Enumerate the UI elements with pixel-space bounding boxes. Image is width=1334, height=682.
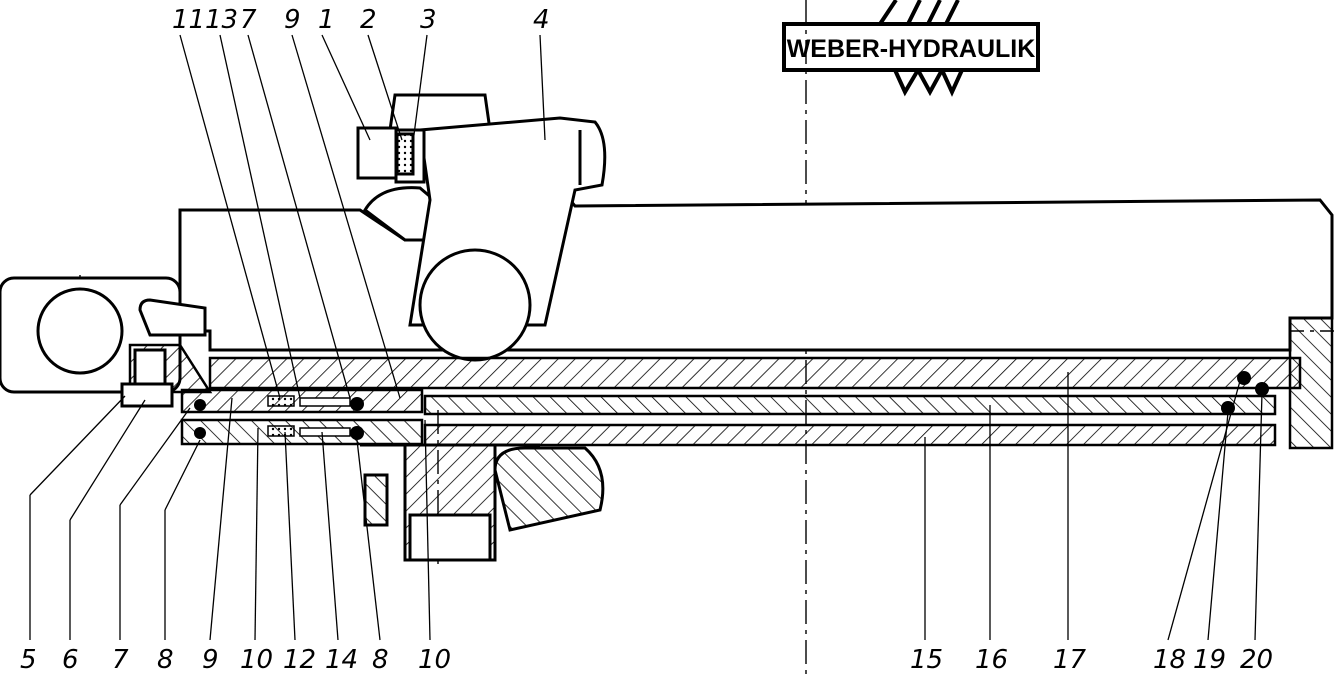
- callout-3: 3: [420, 5, 437, 35]
- callout-14: 14: [325, 645, 358, 675]
- callout-9-bottom: 9: [202, 645, 219, 675]
- port-fitting: [120, 298, 207, 408]
- callouts-bottom: 5 6 7 8 9 10 12 14 8 10 15 16 17 18 19 2…: [20, 645, 1273, 675]
- callout-19: 19: [1193, 645, 1226, 675]
- callout-15: 15: [910, 645, 943, 675]
- callout-20: 20: [1240, 645, 1273, 675]
- weber-hydraulik-logo: WEBER-HYDRAULIK: [782, 0, 1040, 97]
- callout-1: 1: [318, 5, 335, 35]
- logo-text: WEBER-HYDRAULIK: [787, 35, 1036, 63]
- lower-bracket: [360, 443, 605, 562]
- callout-12: 12: [283, 645, 316, 675]
- callout-17: 17: [1053, 645, 1087, 675]
- callout-10-right: 10: [418, 645, 451, 675]
- cylinder-tube: [178, 198, 1334, 352]
- leader-lines: [29, 34, 1263, 641]
- callout-4: 4: [533, 5, 550, 35]
- callout-9-top: 9: [284, 5, 301, 35]
- callout-7-bottom: 7: [112, 645, 129, 675]
- callout-8-right: 8: [372, 645, 389, 675]
- callout-7-top: 7: [240, 5, 257, 35]
- callout-5: 5: [20, 645, 37, 675]
- callout-8-left: 8: [157, 645, 174, 675]
- callout-16: 16: [975, 645, 1008, 675]
- callout-2: 2: [360, 5, 377, 35]
- callouts-top: 11 13 7 9 1 2 3 4: [172, 5, 550, 35]
- callout-10-left: 10: [240, 645, 273, 675]
- callout-11: 11: [172, 5, 205, 35]
- callout-13: 13: [205, 5, 238, 35]
- callout-18: 18: [1153, 645, 1186, 675]
- trunnion-bracket: [363, 93, 607, 362]
- callout-6: 6: [62, 645, 79, 675]
- nut-bolt: [356, 126, 426, 184]
